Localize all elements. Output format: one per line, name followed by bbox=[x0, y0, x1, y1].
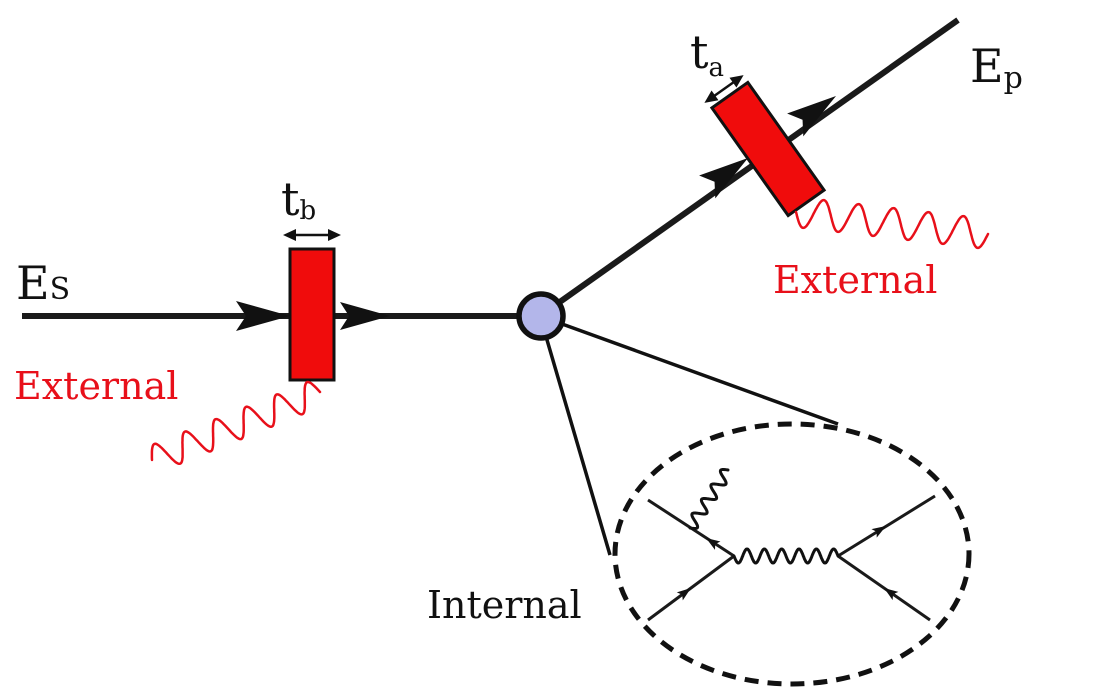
target-after bbox=[709, 80, 827, 218]
incoming-energy-label: ES bbox=[16, 256, 70, 310]
photon-wave-exchange bbox=[732, 547, 840, 565]
target-before bbox=[288, 247, 336, 382]
thickness-before-label: tb bbox=[281, 172, 316, 226]
internal-zoom-ellipse bbox=[612, 421, 972, 687]
arrow-icon bbox=[676, 588, 691, 601]
arrow-icon bbox=[236, 301, 290, 331]
fermion-line-lower-left bbox=[647, 554, 735, 622]
zoom-line-upper bbox=[539, 314, 839, 426]
arrow-icon bbox=[884, 588, 899, 601]
zoom-line-lower bbox=[538, 315, 612, 556]
thickness-after-label: ta bbox=[690, 25, 724, 83]
photon-wave-internal bbox=[688, 468, 730, 530]
arrow-icon bbox=[283, 229, 296, 241]
outgoing-electron-line bbox=[538, 17, 960, 319]
arrow-icon bbox=[328, 229, 341, 241]
thickness-marker-after bbox=[704, 75, 744, 103]
fermion-line-upper-right bbox=[837, 494, 936, 558]
external-label-after: External bbox=[773, 258, 937, 302]
internal-feynman-diagram bbox=[647, 468, 936, 622]
internal-label: Internal bbox=[427, 583, 582, 627]
arrow-icon bbox=[699, 158, 748, 199]
arrow-icon bbox=[871, 526, 886, 538]
arrow-icon bbox=[340, 302, 390, 330]
outgoing-energy-label: Ep bbox=[970, 39, 1023, 96]
interaction-vertex bbox=[516, 291, 566, 341]
photon-wave-before bbox=[150, 380, 322, 466]
external-label-before: External bbox=[14, 364, 178, 408]
arrow-icon bbox=[787, 96, 836, 137]
arrow-icon bbox=[706, 538, 721, 550]
photon-wave-after bbox=[794, 198, 990, 250]
